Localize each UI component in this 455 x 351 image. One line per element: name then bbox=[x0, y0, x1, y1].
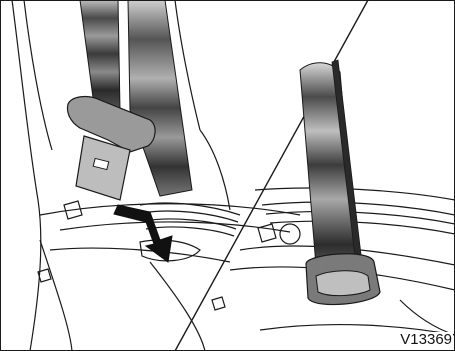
right-round-knob bbox=[280, 224, 300, 244]
seatback-curve bbox=[200, 130, 230, 210]
cushion-fold bbox=[150, 262, 205, 351]
small-tab-left bbox=[38, 269, 51, 282]
right-seatback-bottom bbox=[255, 188, 455, 200]
insert-arrow-icon bbox=[114, 205, 172, 262]
slot-grille-1 bbox=[140, 203, 240, 215]
cushion-front-left bbox=[40, 240, 72, 351]
right-belt bbox=[300, 60, 380, 305]
slot-grille-4 bbox=[146, 227, 234, 236]
figure-reference-code: V13369 bbox=[399, 332, 453, 348]
small-tab-right bbox=[212, 297, 225, 310]
right-corner-line bbox=[400, 300, 455, 335]
cushion-seam bbox=[50, 248, 230, 262]
side-clip-right bbox=[258, 224, 276, 242]
belt-guide-inner bbox=[316, 271, 370, 296]
belt-strap-left-b bbox=[128, 0, 192, 196]
seatback-edge-left bbox=[12, 0, 41, 351]
